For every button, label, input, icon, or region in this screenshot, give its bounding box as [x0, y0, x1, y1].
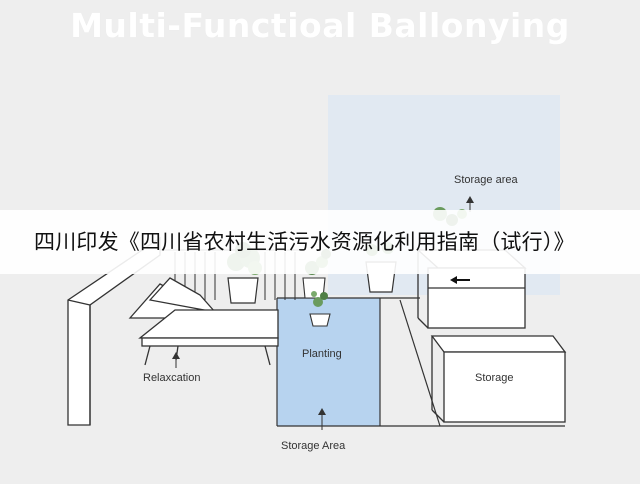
arrow-icon: [450, 276, 470, 284]
arrow-icon: [172, 352, 180, 368]
lounge-chair-icon: [128, 277, 279, 366]
label-planting: Planting: [302, 348, 342, 360]
label-relaxation: Relaxcation: [143, 372, 201, 384]
caption-banner: [0, 210, 640, 274]
caption-text: 四川印发《四川省农村生活污水资源化利用指南（试行）》: [34, 230, 575, 254]
label-storage-area-top: Storage area: [454, 174, 518, 186]
arrow-icon: [318, 408, 326, 430]
floor-outline: [276, 297, 565, 427]
label-storage-area-bottom: Storage Area: [281, 440, 346, 452]
storage-cabinet-lower: [430, 335, 567, 423]
diagram-title: Multi-Functioal Ballonying: [70, 6, 570, 45]
label-storage: Storage: [475, 372, 514, 384]
plant-icon: [309, 291, 331, 327]
